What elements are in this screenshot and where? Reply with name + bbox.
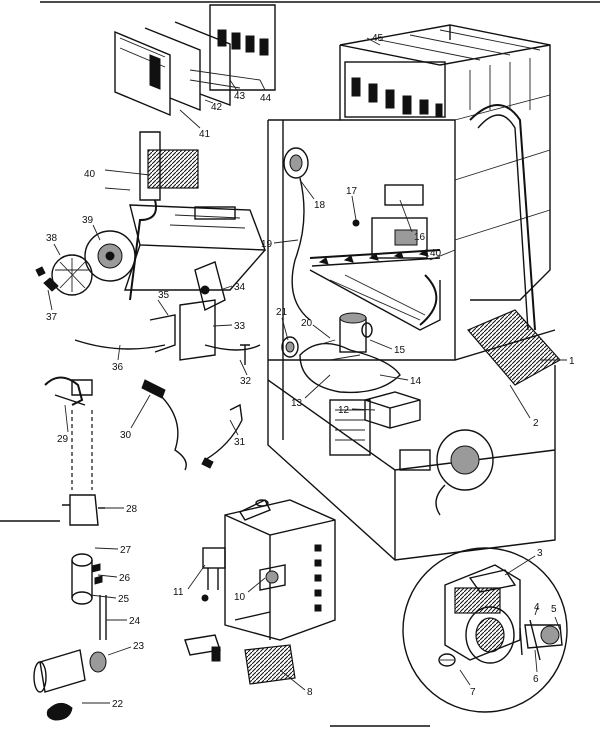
callout-6: 6	[533, 674, 539, 685]
callout-36: 36	[112, 362, 124, 373]
callout-26: 26	[119, 573, 131, 584]
callout-17: 17	[346, 186, 358, 197]
callout-1: 1	[569, 356, 575, 367]
callout-30: 30	[120, 430, 132, 441]
callout-3: 3	[537, 548, 543, 559]
pressure-switch-and-hose	[283, 147, 311, 321]
callout-20: 20	[301, 318, 313, 329]
callout-7: 7	[470, 687, 476, 698]
callout-21: 21	[276, 307, 288, 318]
callout-35: 35	[158, 290, 170, 301]
callout-25: 25	[118, 594, 130, 605]
panel-doors-41-44	[114, 4, 276, 117]
callout-41: 41	[199, 129, 211, 140]
callout-39: 39	[82, 215, 94, 226]
callout-16: 16	[414, 232, 426, 243]
callout-38: 38	[46, 233, 58, 244]
filter-pad	[467, 309, 561, 386]
callout-12: 12	[338, 405, 350, 416]
callout-22: 22	[112, 699, 124, 710]
callout-11: 11	[173, 587, 184, 598]
callout-37: 37	[46, 312, 58, 323]
callout-34: 34	[234, 282, 246, 293]
drain-assembly	[33, 376, 107, 721]
callout-45: 45	[372, 33, 384, 44]
callout-labels: 45 1 2 3 4 5 6 7 8 10 11 12 13 14 15 16 …	[46, 33, 575, 710]
callout-19: 19	[261, 239, 273, 250]
callout-42: 42	[211, 102, 223, 113]
callout-23: 23	[133, 641, 145, 652]
callout-15: 15	[394, 345, 406, 356]
callout-2: 2	[533, 418, 539, 429]
callout-43: 43	[234, 91, 246, 102]
inducer-motor-assembly	[281, 312, 401, 394]
callout-28: 28	[126, 504, 138, 515]
leader-lines	[47, 37, 567, 704]
callout-8: 8	[307, 687, 313, 698]
cell-openings-44	[217, 29, 269, 56]
callout-18: 18	[314, 200, 326, 211]
burner-box-assembly	[35, 131, 267, 301]
callout-24: 24	[129, 616, 141, 627]
blower-inset	[402, 547, 568, 713]
callout-27: 27	[120, 545, 132, 556]
callout-29: 29	[57, 434, 69, 445]
callout-14: 14	[410, 376, 422, 387]
callout-32: 32	[240, 376, 252, 387]
callout-44: 44	[260, 93, 272, 104]
callout-33: 33	[234, 321, 246, 332]
callout-4: 4	[534, 602, 540, 613]
callout-10: 10	[234, 592, 246, 603]
callout-5: 5	[551, 604, 557, 615]
callout-40-left: 40	[84, 169, 96, 180]
terminal-strip	[314, 544, 322, 612]
igniter-and-sensor-parts	[74, 261, 261, 471]
furnace-cabinet	[267, 24, 556, 561]
electrical-control-box	[184, 499, 336, 685]
callout-31: 31	[234, 437, 246, 448]
burner-cell-openings	[351, 77, 443, 117]
callout-13: 13	[291, 398, 303, 409]
control-module	[364, 391, 421, 429]
gas-valve-assembly	[309, 184, 441, 331]
callout-40-right: 40	[430, 248, 442, 259]
